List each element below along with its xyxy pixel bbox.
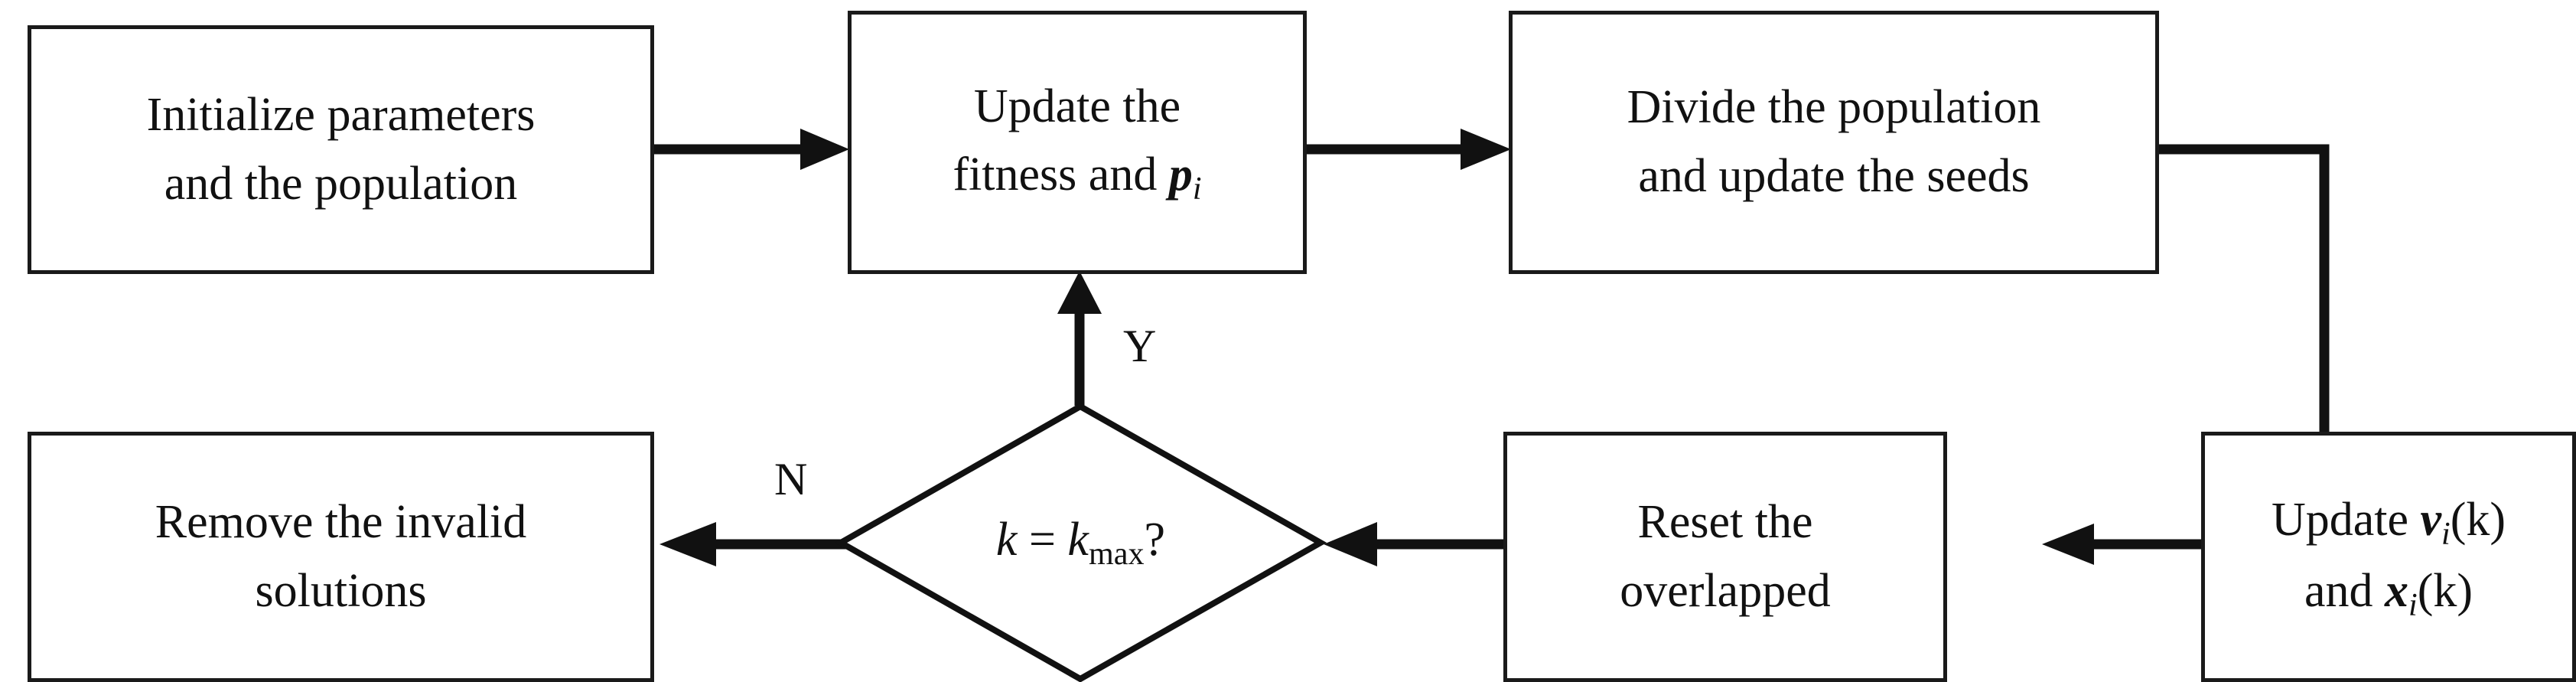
node-decision-kmax[interactable]: k = kmax? (834, 403, 1327, 682)
edge-decision-to-update-fitness (1044, 269, 1118, 407)
edge-label-yes: Y (1123, 321, 1157, 371)
edge-update-fitness-to-divide (1303, 115, 1517, 184)
edge-decision-to-remove-invalid (643, 510, 865, 579)
node-update-velocity-position[interactable]: Update vi(k)and xi(k) (2201, 432, 2576, 682)
edge-init-to-update-fitness (650, 115, 857, 184)
node-decision-kmax-label: k = kmax? (995, 514, 1166, 572)
edge-label-no: N (774, 454, 808, 504)
node-update-velocity-position-label: Update vi(k)and xi(k) (2271, 493, 2506, 623)
edge-reset-to-decision (1301, 510, 1522, 579)
edge-divide-to-update-vx (2154, 115, 2407, 482)
